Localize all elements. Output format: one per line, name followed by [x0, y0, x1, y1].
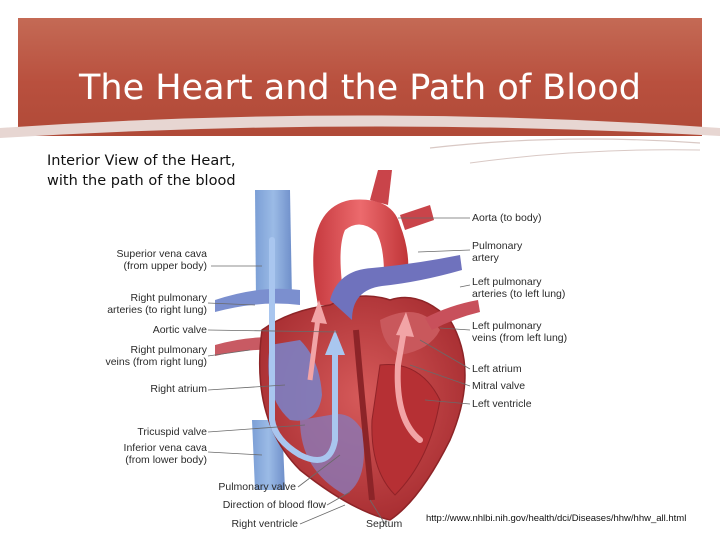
right-pulmonary-artery — [215, 288, 300, 312]
label-superior-vena-cava: Superior vena cava (from upper body) — [116, 248, 207, 272]
label-inferior-vena-cava: Inferior vena cava (from lower body) — [123, 442, 207, 466]
aortic-arch-branch — [370, 170, 392, 205]
label-left-ventricle: Left ventricle — [472, 398, 532, 410]
flow-arrowhead-aorta — [311, 300, 327, 324]
label-septum: Septum — [366, 518, 403, 530]
slide-title: The Heart and the Path of Blood — [79, 68, 641, 108]
left-pulmonary-veins — [425, 300, 480, 330]
banner-swoosh — [0, 115, 720, 164]
label-right-atrium: Right atrium — [150, 383, 207, 395]
flow-arrowhead-right — [325, 330, 345, 355]
label-left-pulmonary-veins: Left pulmonary veins (from left lung) — [472, 320, 568, 344]
flow-arrowhead-left — [396, 312, 414, 337]
label-left-pulmonary-arteries: Left pulmonary arteries (to left lung) — [472, 276, 566, 300]
label-tricuspid-valve: Tricuspid valve — [137, 426, 207, 438]
aortic-arch-branch-2 — [400, 205, 434, 230]
label-right-pulmonary-arteries: Right pulmonary arteries (to right lung) — [107, 292, 207, 316]
aorta — [313, 199, 409, 305]
pulmonary-artery — [330, 255, 462, 320]
blood-flow-arrows — [269, 237, 423, 463]
label-left-atrium: Left atrium — [472, 363, 522, 375]
label-direction-of-blood-flow: Direction of blood flow — [222, 499, 326, 511]
label-pulmonary-valve: Pulmonary valve — [218, 481, 296, 493]
septum — [353, 329, 375, 501]
slide-subtitle: Interior View of the Heart, with the pat… — [47, 153, 236, 189]
flow-arrow-right — [269, 237, 338, 463]
label-mitral-valve: Mitral valve — [472, 380, 526, 392]
label-pulmonary-artery: Pulmonary artery — [472, 240, 523, 264]
left-ventricle — [371, 363, 441, 496]
flow-arrow-aorta — [307, 317, 321, 381]
leader-lines — [207, 217, 471, 525]
source-link[interactable]: http://www.nhlbi.nih.gov/health/dci/Dise… — [426, 513, 687, 524]
label-aortic-valve: Aortic valve — [152, 324, 207, 336]
label-right-pulmonary-veins: Right pulmonary veins (from right lung) — [105, 344, 207, 368]
right-atrium — [268, 340, 322, 421]
label-aorta: Aorta (to body) — [472, 212, 542, 224]
flow-arrow-left — [394, 327, 423, 443]
label-right-ventricle: Right ventricle — [231, 518, 298, 530]
